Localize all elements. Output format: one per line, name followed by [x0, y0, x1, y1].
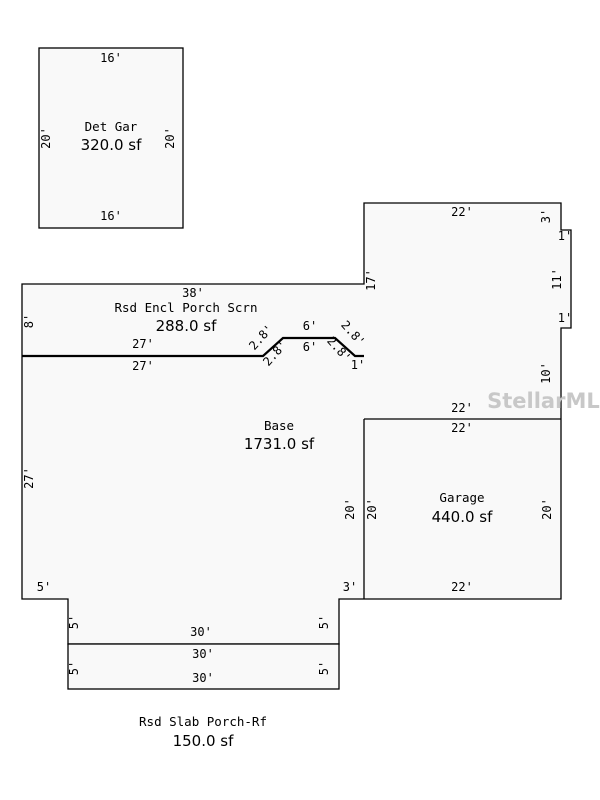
- garage-right-dim: 20': [540, 498, 554, 520]
- watermark-text: StellarMLS: [487, 389, 600, 413]
- garage-bottom-dim: 22': [451, 580, 473, 594]
- garage-name: Garage: [439, 490, 484, 505]
- base-5-left-dim: 5': [37, 580, 51, 594]
- base-name: Base: [264, 418, 294, 433]
- det-gar-name: Det Gar: [85, 119, 138, 134]
- porch-bottom-dim: 27': [132, 337, 154, 351]
- right-notch-1a-dim: 1': [558, 229, 572, 243]
- base-bottom-30-dim: 30': [190, 625, 212, 639]
- base-3-dim: 3': [343, 580, 357, 594]
- slab-left-5-dim: 5': [67, 661, 81, 675]
- det-gar-right-dim: 20': [163, 127, 177, 149]
- garage-top-dim: 22': [451, 421, 473, 435]
- right-17-dim: 17': [364, 269, 378, 291]
- garage-area: 440.0 sf: [432, 508, 494, 526]
- right-notch-1b-dim: 1': [558, 311, 572, 325]
- slab-porch-area: 150.0 sf: [173, 732, 235, 750]
- step-5-right-dim: 5': [317, 615, 331, 629]
- det-gar-area: 320.0 sf: [81, 136, 143, 154]
- det-gar-top-dim: 16': [100, 51, 122, 65]
- main-building-outline: [21, 202, 572, 645]
- base-below-porch-dim: 27': [132, 359, 154, 373]
- small-one-dim: 1': [351, 358, 365, 372]
- det-gar-left-dim: 20': [39, 127, 53, 149]
- slab-porch-name: Rsd Slab Porch-Rf: [139, 714, 267, 729]
- porch-top-dim: 38': [182, 286, 204, 300]
- right-notch-11-dim: 11': [550, 268, 564, 290]
- right-notch-3-dim: 3': [539, 209, 553, 223]
- det-gar-bottom-dim: 16': [100, 209, 122, 223]
- slab-porch-outline: [67, 643, 340, 690]
- base-left-dim: 27': [22, 467, 36, 489]
- mid-top-dim: 6': [303, 319, 317, 333]
- porch-left-dim: 8': [22, 314, 36, 328]
- garage-left-out-dim: 20': [343, 498, 357, 520]
- porch-divider-line: [22, 336, 364, 358]
- garage-left-in-dim: 20': [365, 498, 379, 520]
- right-top-dim: 22': [451, 205, 473, 219]
- porch-scrn-name: Rsd Encl Porch Scrn: [115, 300, 258, 315]
- mid-bottom-dim: 6': [303, 340, 317, 354]
- porch-scrn-area: 288.0 sf: [156, 317, 218, 335]
- step-5-left-dim: 5': [67, 615, 81, 629]
- right-10-dim: 10': [539, 362, 553, 384]
- det-gar-outline: [38, 47, 184, 229]
- base-area: 1731.0 sf: [244, 435, 315, 453]
- slab-right-5-dim: 5': [317, 661, 331, 675]
- slab-bottom-30-dim: 30': [192, 671, 214, 685]
- slab-top-30-dim: 30': [192, 647, 214, 661]
- base-22-dim: 22': [451, 401, 473, 415]
